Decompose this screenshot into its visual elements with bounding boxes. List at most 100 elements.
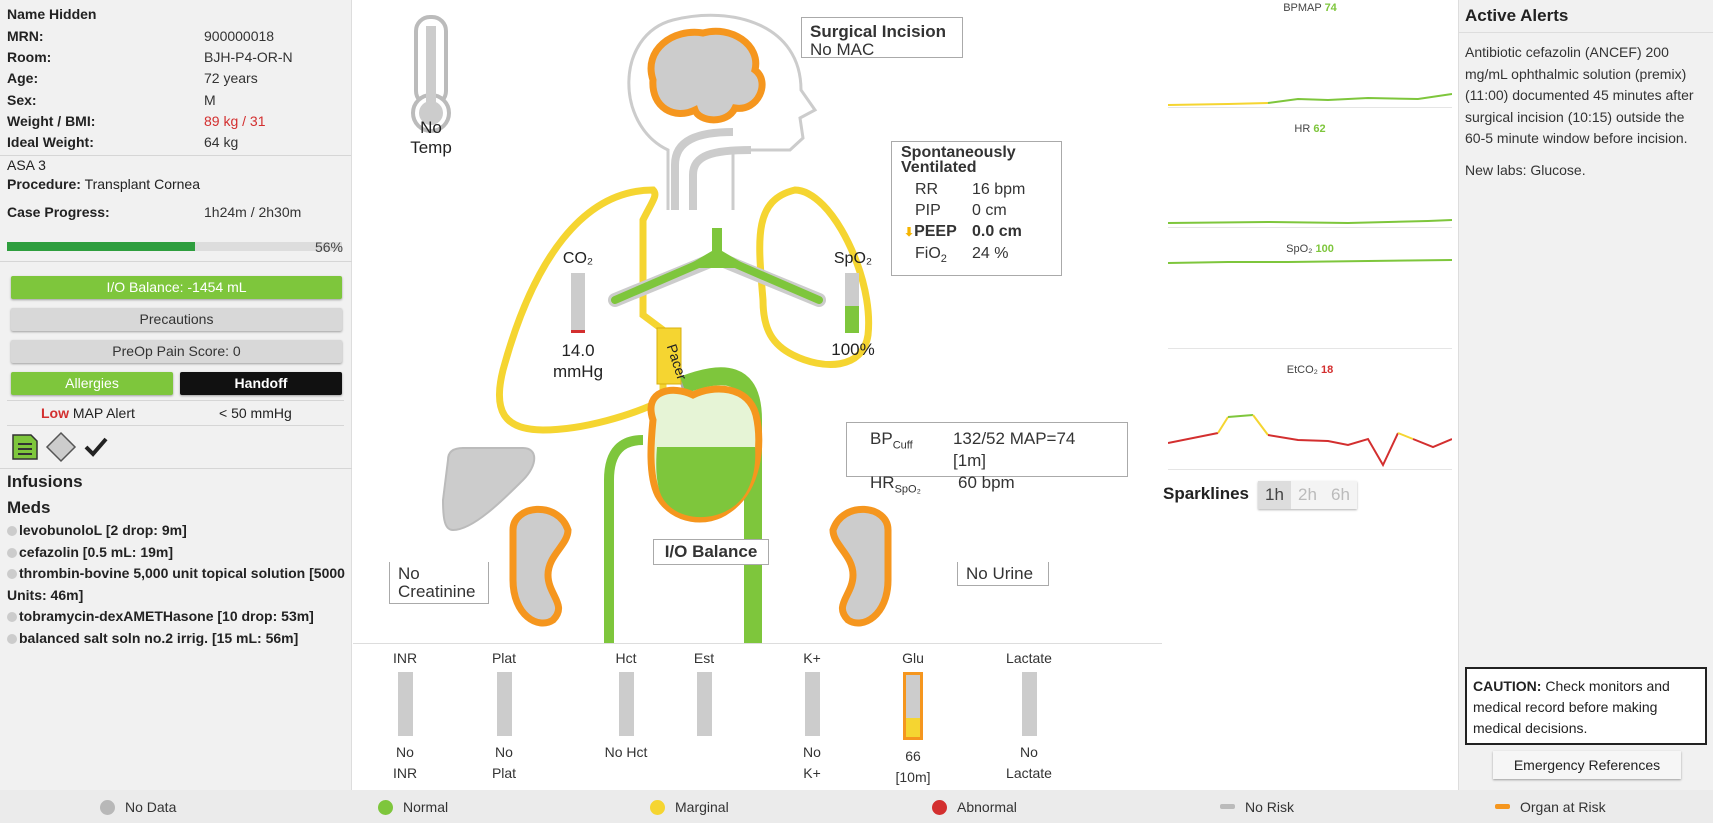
right-lung[interactable] <box>756 186 873 368</box>
legend-normal: Normal <box>378 799 448 815</box>
legend-abnormal: Abnormal <box>932 799 1017 815</box>
head-outline <box>627 13 818 210</box>
spark-hr-title: HR 62 <box>1294 123 1326 135</box>
arrow-down-icon: ⬇ <box>904 225 915 239</box>
precautions-button[interactable]: Precautions <box>11 308 342 331</box>
status-dot-icon <box>7 526 17 536</box>
brain-icon[interactable] <box>647 27 766 124</box>
range-6h[interactable]: 6h <box>1324 481 1357 509</box>
spo2-label: SpO₂ <box>833 250 873 267</box>
status-dot-icon <box>7 547 17 558</box>
note-icon[interactable] <box>11 433 39 461</box>
status-dot-icon <box>7 569 17 579</box>
co2-bar <box>571 273 585 333</box>
range-1h[interactable]: 1h <box>1258 481 1291 509</box>
lab-bar <box>397 672 413 736</box>
progress-bar <box>7 242 342 251</box>
spark-etco2-title: EtCO₂ 18 <box>1286 364 1334 376</box>
lab-bar <box>804 672 820 736</box>
spark-spo2 <box>1168 259 1452 264</box>
spo2-value: 100% <box>831 340 875 359</box>
right-kidney[interactable] <box>829 505 892 627</box>
status-dot-icon <box>7 633 17 644</box>
legend-marginal: Marginal <box>650 799 729 815</box>
liver[interactable] <box>441 447 536 532</box>
map-alert[interactable]: Low MAP Alert <box>41 405 135 421</box>
caution-box: CAUTION: Check monitors and medical reco… <box>1465 667 1707 745</box>
alert-antibiotic[interactable]: Antibiotic cefazolin (ANCEF) 200 mg/mL o… <box>1465 44 1694 146</box>
action-icons <box>11 431 109 463</box>
sparkline-range-toggle: 1h 2h 6h <box>1258 481 1357 509</box>
patient-row: Age:72 years <box>7 70 258 87</box>
patient-row: MRN:900000018 <box>7 27 275 44</box>
io-balance-label[interactable]: I/O Balance <box>653 539 769 565</box>
left-lung[interactable] <box>495 186 667 434</box>
lab-bar <box>1021 672 1037 736</box>
med-item[interactable]: balanced salt soln no.2 irrig. [15 mL: 5… <box>0 628 348 650</box>
trachea <box>608 228 826 307</box>
legend-no-risk: No Risk <box>1220 799 1294 815</box>
spark-bpmap-title: BPMAP 74 <box>1283 2 1337 14</box>
io-balance-button[interactable]: I/O Balance: -1454 mL <box>11 276 342 299</box>
emergency-references-button[interactable]: Emergency References <box>1493 751 1681 779</box>
heart-icon[interactable] <box>647 385 763 523</box>
asa-class: ASA 3 <box>7 156 46 173</box>
patient-row: Room:BJH-P4-OR-N <box>7 48 293 65</box>
procedure: Procedure: Transplant Cornea <box>7 175 200 192</box>
case-progress: Case Progress: 1h24m / 2h30m <box>7 204 302 221</box>
med-item[interactable]: thrombin-bovine 5,000 unit topical solut… <box>7 565 345 603</box>
spark-bpmap <box>1168 93 1452 106</box>
med-item[interactable]: cefazolin [0.5 mL: 19m] <box>0 542 348 564</box>
infusions-title: Infusions <box>7 472 83 491</box>
checkmark-icon[interactable] <box>83 434 109 460</box>
meds-title: Meds <box>7 498 51 517</box>
vena-cava <box>604 435 644 643</box>
map-alert-value: < 50 mmHg <box>219 405 292 421</box>
spark-spo2-title: SpO₂ 100 <box>1286 243 1334 255</box>
alerts-panel: Active Alerts Antibiotic cefazolin (ANCE… <box>1458 0 1713 790</box>
alert-labs[interactable]: New labs: Glucose. <box>1465 161 1586 178</box>
patient-row: Sex:M <box>7 91 216 108</box>
co2-label: CO₂ <box>562 250 594 267</box>
glucose-bar <box>903 672 923 740</box>
bp-hr-box[interactable]: BPCuff 132/52 MAP=74 [1m] HRSpO₂ 60 bpm <box>846 422 1128 495</box>
patient-row: Weight / BMI:89 kg / 31 <box>7 112 266 129</box>
lab-bar <box>618 672 634 736</box>
alerts-title: Active Alerts <box>1459 0 1713 33</box>
surgical-incision-box[interactable]: Surgical Incision No MAC <box>801 17 963 59</box>
range-2h[interactable]: 2h <box>1291 481 1324 509</box>
meds-list: levobunoloL [2 drop: 9m]cefazolin [0.5 m… <box>0 520 348 649</box>
handoff-button[interactable]: Handoff <box>180 372 342 395</box>
allergies-button[interactable]: Allergies <box>11 372 173 395</box>
left-kidney[interactable] <box>509 505 572 627</box>
urine-label[interactable]: No Urine <box>957 562 1049 586</box>
legend-no-data: No Data <box>100 799 176 815</box>
med-item[interactable]: levobunoloL [2 drop: 9m] <box>0 520 348 542</box>
legend: No Data Normal Marginal Abnormal No Risk… <box>0 790 1713 823</box>
preop-pain-button[interactable]: PreOp Pain Score: 0 <box>11 340 342 363</box>
legend-organ-at-risk: Organ at Risk <box>1495 799 1606 815</box>
anatomy-svg <box>411 13 892 643</box>
status-dot-icon <box>7 612 17 622</box>
lab-est[interactable]: Est <box>664 650 744 742</box>
diamond-icon[interactable] <box>45 431 77 463</box>
thermometer-icon[interactable] <box>411 15 451 133</box>
med-item[interactable]: tobramycin-dexAMETHasone [10 drop: 53m] <box>0 606 348 628</box>
spark-etco2 <box>1168 414 1452 468</box>
